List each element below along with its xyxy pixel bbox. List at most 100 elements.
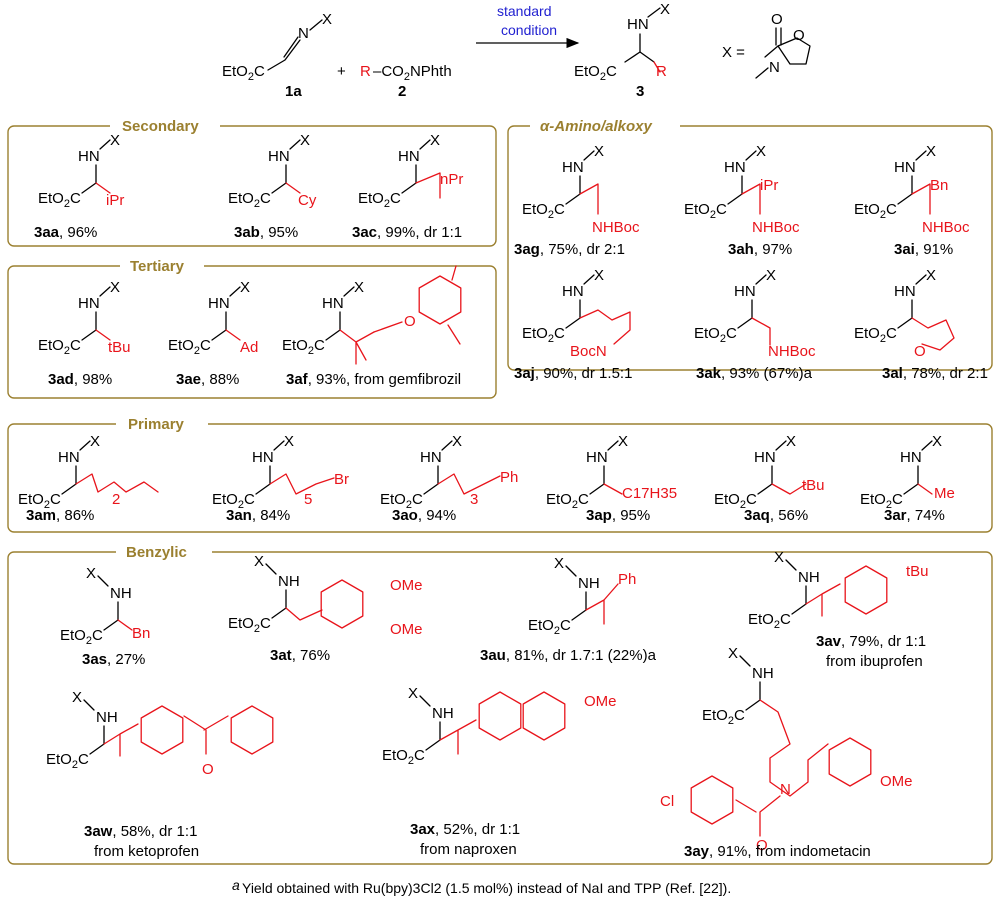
bond	[423, 483, 439, 495]
ester-label: EtO2C	[18, 491, 61, 511]
compound-caption: 3ay, 91%, from indometacin	[684, 843, 871, 860]
bond	[757, 483, 773, 495]
section-title-tertiary: Tertiary	[130, 258, 185, 275]
compound-caption: 3an, 84%	[226, 507, 290, 524]
x-label: X	[766, 267, 776, 284]
bond	[785, 559, 797, 571]
amine-label: HN	[894, 283, 916, 300]
ester-label: EtO2C	[382, 747, 425, 767]
substituent-label: 5	[304, 491, 312, 508]
svg-text:EtO2C: EtO2C	[222, 63, 265, 83]
bond	[739, 655, 751, 667]
ring	[230, 705, 274, 755]
compound-caption: 3as, 27%	[82, 651, 145, 668]
bond	[373, 321, 403, 333]
bond	[911, 317, 955, 351]
compound-source: from ibuprofen	[826, 653, 923, 670]
bond	[75, 473, 159, 493]
substituent-label: N	[780, 781, 791, 798]
ester-label: EtO2C	[380, 491, 423, 511]
compound-caption: 3al, 78%, dr 2:1	[882, 365, 988, 382]
bond	[103, 723, 139, 757]
ring	[522, 691, 566, 741]
ester-label: EtO2C	[694, 325, 737, 345]
amine-label: HN	[734, 283, 756, 300]
svg-text:O: O	[793, 27, 805, 44]
bond	[289, 139, 301, 150]
ring	[418, 275, 462, 325]
amine-label: NH	[432, 705, 454, 722]
svg-text:EtO2C: EtO2C	[574, 63, 617, 83]
svg-text:X: X	[322, 11, 332, 28]
x-label: X	[618, 433, 628, 450]
bond	[285, 182, 301, 194]
amine-label: HN	[58, 449, 80, 466]
bond	[325, 329, 341, 341]
substituent-label: NHBoc	[768, 343, 816, 360]
x-definition: X = O O N	[722, 11, 811, 79]
substituent-label: C17H35	[622, 485, 677, 502]
x-label: X	[72, 689, 82, 706]
bond	[903, 483, 919, 495]
section-title-benzylic: Benzylic	[126, 544, 187, 561]
svg-text:condition: condition	[501, 22, 557, 38]
amine-label: HN	[562, 159, 584, 176]
x-label: X	[90, 433, 100, 450]
bond	[805, 583, 841, 617]
compound-caption: 3ai, 91%	[894, 241, 953, 258]
compound-caption: 3aq, 56%	[744, 507, 808, 524]
substituent-label: tBu	[802, 477, 825, 494]
bond	[607, 440, 619, 451]
substituent-label: BocN	[570, 343, 607, 360]
amine-label: HN	[322, 295, 344, 312]
bond	[183, 715, 229, 755]
ester-label: EtO2C	[748, 611, 791, 631]
bond	[437, 473, 501, 495]
amine-label: NH	[278, 573, 300, 590]
x-label: X	[408, 685, 418, 702]
amine-label: NH	[752, 665, 774, 682]
compound-caption: 3at, 76%	[270, 647, 330, 664]
bond	[579, 309, 631, 345]
x-label: X	[728, 645, 738, 662]
substituent-label: nPr	[440, 171, 463, 188]
bond	[745, 150, 757, 161]
bond	[97, 575, 109, 587]
ester-label: EtO2C	[522, 201, 565, 221]
svg-text:–CO2NPhth: –CO2NPhth	[373, 63, 452, 83]
bond	[95, 182, 111, 194]
bond	[83, 699, 95, 711]
substituent-label: 2	[112, 491, 120, 508]
bond	[99, 139, 111, 150]
svg-text:X =: X =	[722, 44, 745, 61]
svg-text:O: O	[771, 11, 783, 28]
ester-label: EtO2C	[702, 707, 745, 727]
substituent-label: O	[404, 313, 416, 330]
ester-label: EtO2C	[358, 190, 401, 210]
bond	[81, 182, 97, 194]
amine-label: HN	[268, 148, 290, 165]
reaction-arrow: standard condition	[476, 3, 580, 49]
substituent-label: 3	[470, 491, 478, 508]
reagent-2: R –CO2NPhth 2	[360, 63, 452, 100]
ring	[844, 565, 888, 615]
amine-label: HN	[398, 148, 420, 165]
bond	[419, 695, 431, 707]
reagent-1a: EtO2C N X 1a	[222, 11, 332, 100]
x-label: X	[300, 132, 310, 149]
x-label: X	[86, 565, 96, 582]
